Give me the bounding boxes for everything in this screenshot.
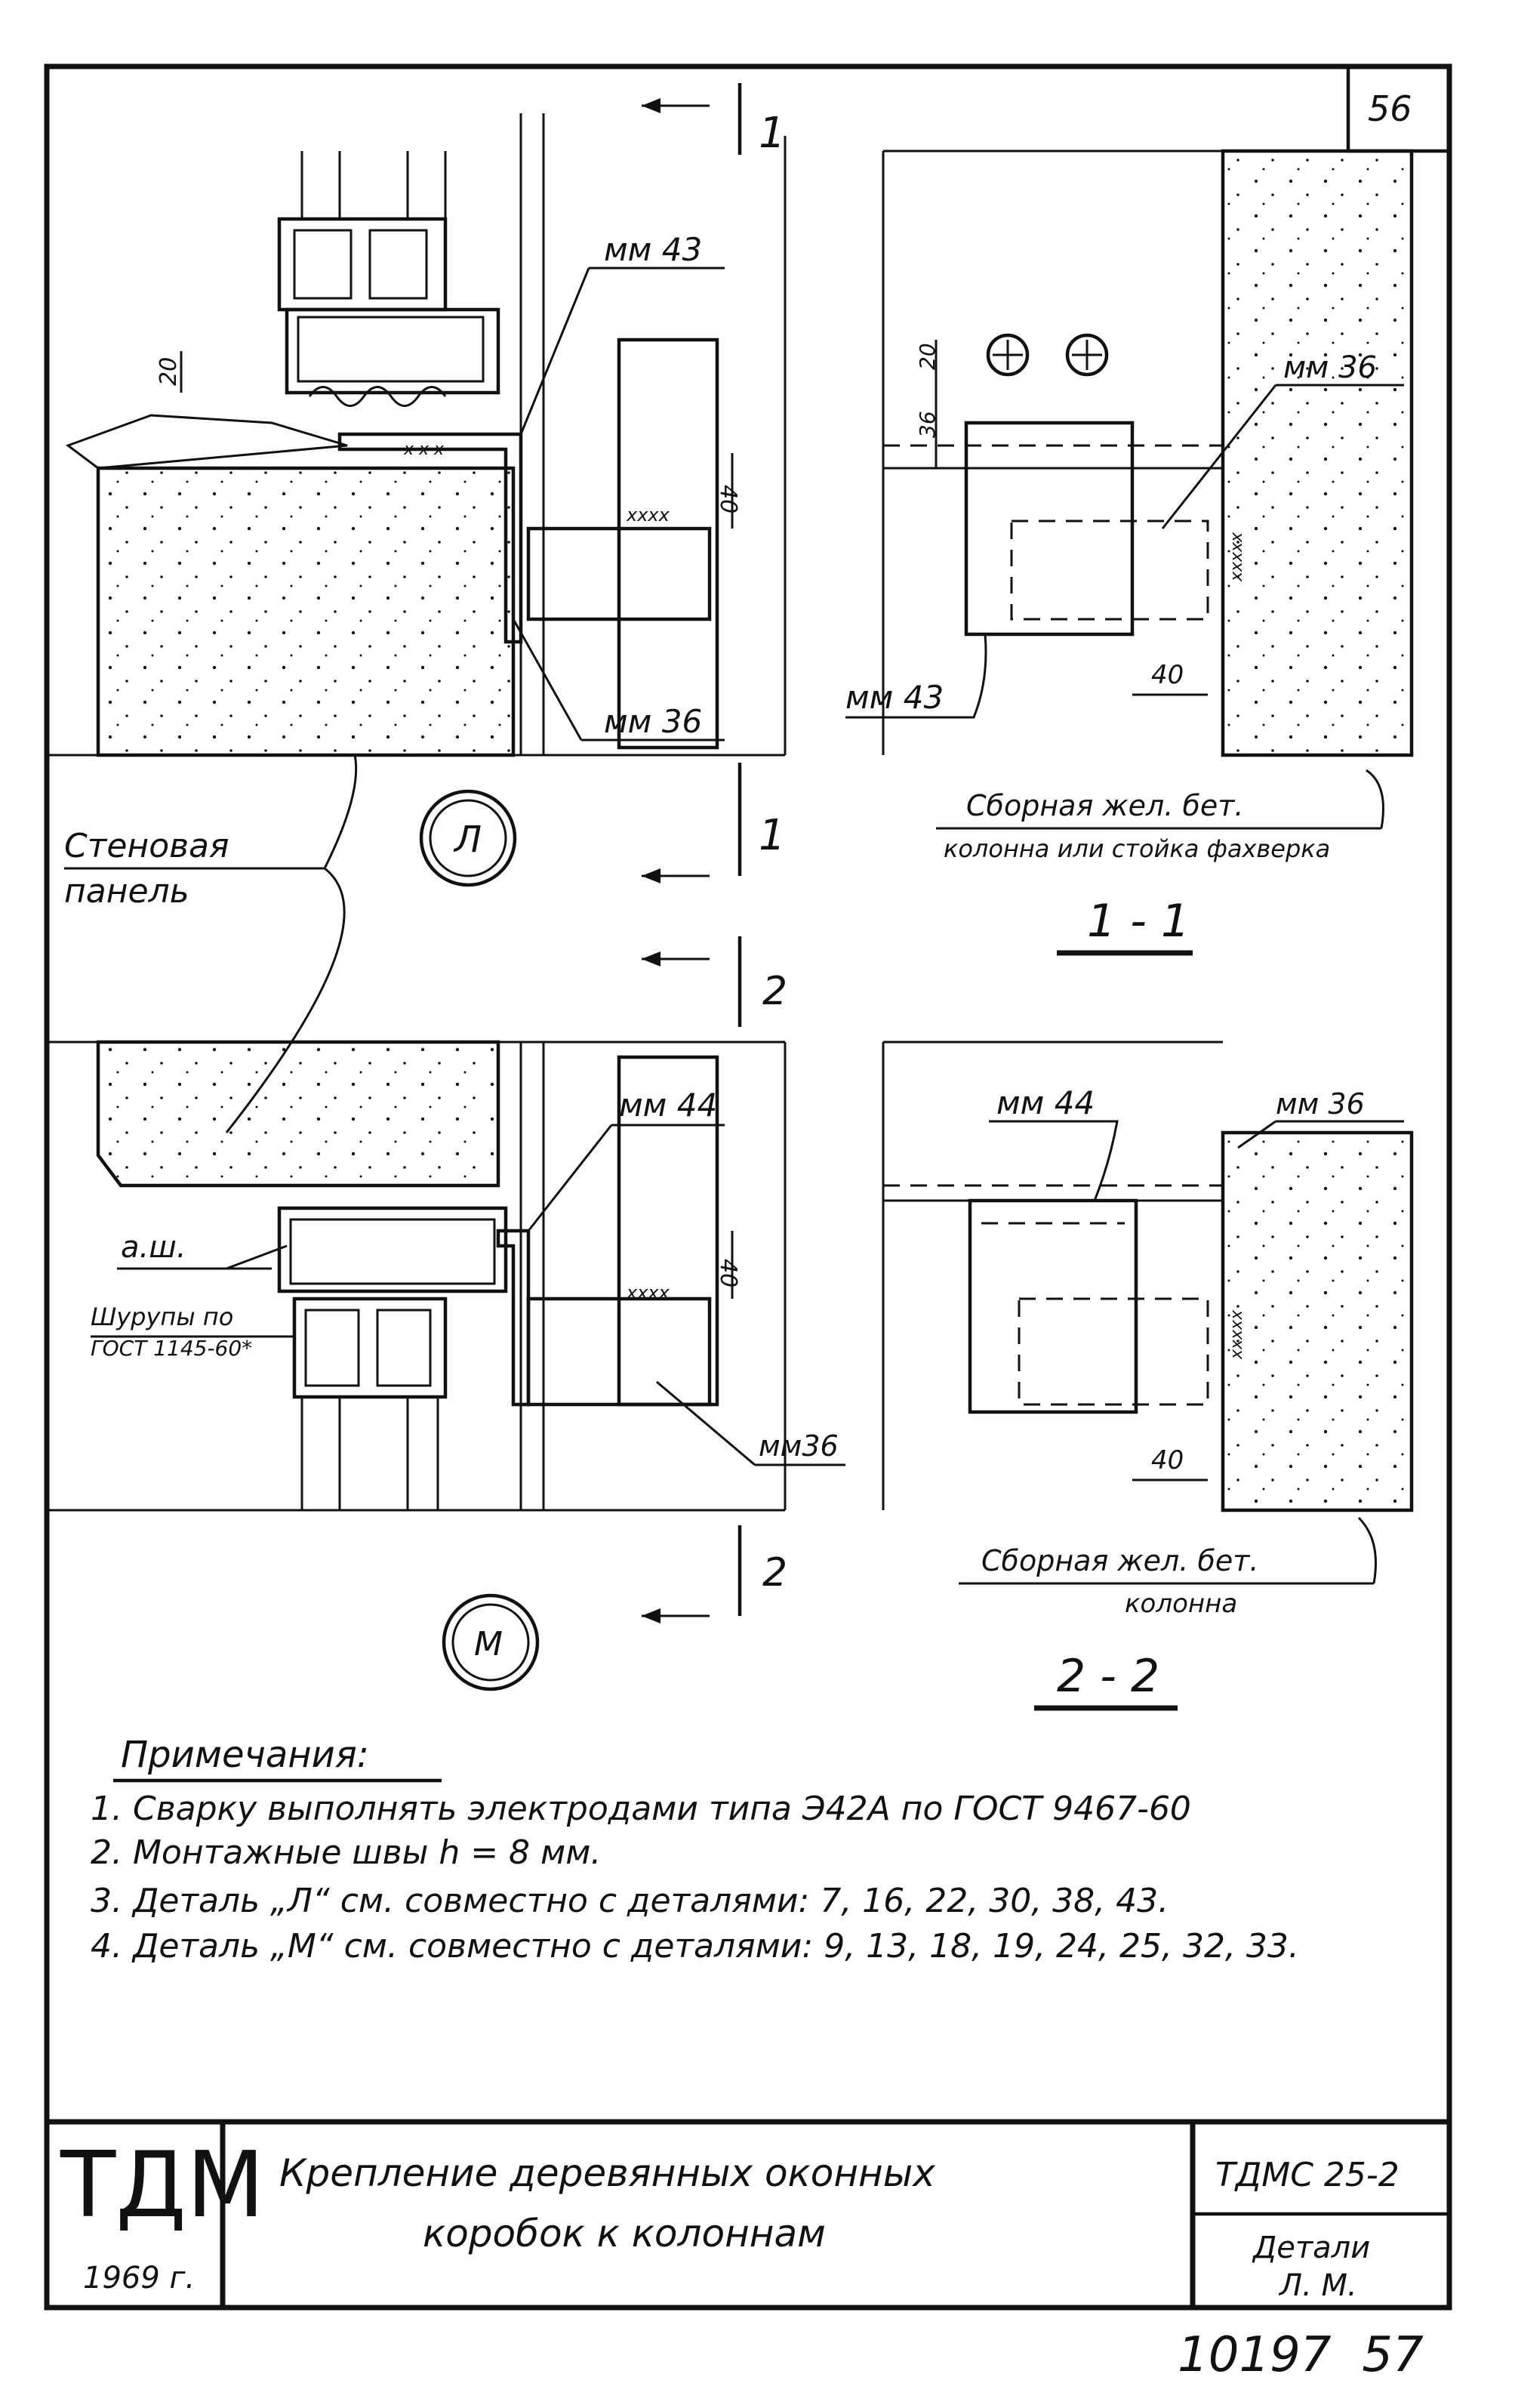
angle-mm44 bbox=[496, 1229, 531, 1407]
section-2-bottom: 2 bbox=[762, 1550, 787, 1596]
label-mm44-2-2: мм 44 bbox=[996, 1084, 1095, 1121]
note-3: 3. Деталь „Л“ см. совместно с деталями: … bbox=[91, 1882, 1169, 1920]
page-number-box: 56 bbox=[1346, 66, 1449, 153]
svg-text:xxxx: xxxx bbox=[626, 504, 670, 526]
wall-panel-line2: панель bbox=[64, 872, 189, 911]
caption-2-2-line2: колонна bbox=[1125, 1589, 1237, 1619]
title-code: ТДМС 25-2 bbox=[1215, 2156, 1400, 2194]
title-sheet-name-2: Л. М. bbox=[1278, 2268, 1357, 2303]
dim-40-l: 40 bbox=[715, 485, 741, 513]
marker-m bbox=[442, 1593, 540, 1691]
dim-40-m: 40 bbox=[715, 1259, 741, 1287]
caption-2-2-line1: Сборная жел. бет. bbox=[981, 1544, 1259, 1577]
detail-l-drawing: xxxx x x x 20 40 мм 43 мм 36 1 1 Л bbox=[47, 83, 787, 887]
dim-40-2-2: 40 bbox=[1151, 1445, 1184, 1475]
label-screws-2: ГОСТ 1145-60* bbox=[91, 1336, 252, 1361]
note-2: 2. Монтажные швы h = 8 мм. bbox=[91, 1833, 601, 1872]
section-1-1-title: 1 - 1 bbox=[1087, 895, 1190, 948]
title-block: ТДМ 1969 г. Крепление деревянных оконных… bbox=[47, 2119, 1449, 2308]
marker-l-letter: Л bbox=[453, 819, 482, 861]
title-line-1: Крепление деревянных оконных bbox=[279, 2151, 935, 2195]
marker-l bbox=[419, 789, 517, 887]
section-1-bottom: 1 bbox=[759, 811, 786, 860]
plate-mm36 bbox=[617, 338, 719, 750]
org-logo: ТДМ bbox=[60, 2133, 265, 2238]
dim-20: 20 bbox=[156, 357, 182, 386]
marker-m-letter: М bbox=[474, 1625, 503, 1663]
wall-panel-label: Стеновая панель bbox=[64, 754, 358, 1133]
notes-block: Примечания: 1. Сварку выполнять электрод… bbox=[91, 1734, 1299, 1966]
caption-1-1-line2: колонна или стойка фахверка bbox=[944, 834, 1330, 863]
label-mm36-l: мм 36 bbox=[604, 703, 702, 740]
label-mm36-m: мм36 bbox=[759, 1429, 839, 1463]
svg-text:xxxxx: xxxxx bbox=[1227, 532, 1246, 582]
bottom-number: 10197 57 bbox=[1178, 2327, 1424, 2383]
notes-heading: Примечания: bbox=[121, 1734, 369, 1776]
label-mm36-2-2: мм 36 bbox=[1276, 1087, 1365, 1121]
plate-mm44-2-2 bbox=[968, 1198, 1138, 1414]
svg-text:xxxxx: xxxxx bbox=[1227, 1309, 1246, 1360]
page-number: 56 bbox=[1368, 88, 1412, 129]
title-year: 1969 г. bbox=[83, 2261, 195, 2295]
dim-20-1-1: 20 bbox=[915, 343, 940, 370]
note-4: 4. Деталь „М“ см. совместно с деталями: … bbox=[91, 1927, 1299, 1966]
sheet-frame bbox=[44, 63, 1452, 2311]
section-1-1-drawing: xxxxx 20 36 40 мм 36 мм 43 Сборная жел. … bbox=[845, 149, 1414, 956]
label-mm44-m: мм 44 bbox=[619, 1087, 717, 1124]
section-1-top: 1 bbox=[759, 109, 786, 158]
label-screws-1: Шурупы по bbox=[91, 1303, 233, 1331]
label-mm43-1-1: мм 43 bbox=[845, 679, 944, 716]
section-2-2-title: 2 - 2 bbox=[1057, 1650, 1159, 1703]
label-mm43-l: мм 43 bbox=[604, 231, 702, 268]
detail-m-drawing: xxxx 40 мм 44 мм36 а.ш. Шурупы по ГОСТ 1… bbox=[47, 936, 845, 1691]
dim-40-1-1: 40 bbox=[1151, 660, 1184, 690]
caption-1-1-line1: Сборная жел. бет. bbox=[966, 789, 1244, 822]
section-2-2-drawing: xxxxx 40 мм 44 мм 36 Сборная жел. бет. к… bbox=[882, 1041, 1414, 1711]
title-sheet-name-1: Детали bbox=[1252, 2231, 1370, 2265]
svg-text:xxxx: xxxx bbox=[626, 1282, 670, 1303]
section-2-top: 2 bbox=[762, 969, 787, 1014]
note-1: 1. Сварку выполнять электродами типа Э42… bbox=[91, 1790, 1191, 1828]
label-aw: а.ш. bbox=[121, 1230, 186, 1265]
plate-mm43-1-1 bbox=[964, 421, 1135, 637]
svg-text:x x x: x x x bbox=[403, 440, 445, 459]
dim-36-1-1: 36 bbox=[915, 411, 940, 438]
title-line-2: коробок к колоннам bbox=[423, 2212, 826, 2255]
wall-panel-line1: Стеновая bbox=[64, 827, 229, 865]
label-mm36-1-1: мм 36 bbox=[1283, 350, 1377, 385]
